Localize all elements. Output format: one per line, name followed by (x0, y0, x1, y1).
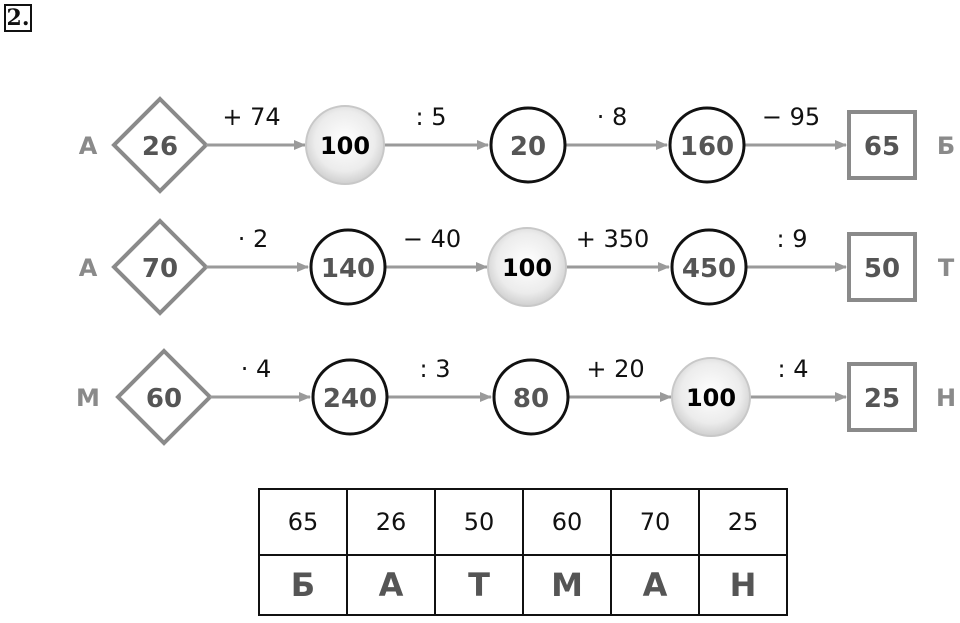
key-letter: А (346, 554, 436, 616)
highlight-circle (487, 227, 567, 307)
operation-label: : 9 (777, 225, 808, 253)
end-letter: Н (936, 384, 956, 412)
chain-diagram: А 26 + 74 : 5 · 8 − 95 100 20 160 65 Б А 70 · 2 − 40 + … (76, 96, 956, 446)
operation-label: + 350 (576, 225, 650, 253)
value-circle (311, 358, 389, 436)
operation-label: − 40 (403, 225, 461, 253)
key-letter: Т (434, 554, 524, 616)
result-box (847, 110, 917, 180)
operation-label: · 4 (241, 355, 272, 383)
node-value: 100 (686, 384, 736, 412)
node-value: 160 (680, 132, 734, 162)
operation-label: : 3 (420, 355, 451, 383)
operation-label: : 4 (778, 355, 809, 383)
task-number: 2. (4, 4, 32, 32)
operation-label: + 20 (586, 355, 644, 383)
key-numbers-row: 65 26 50 60 70 25 (258, 488, 788, 556)
key-letter: Н (698, 554, 788, 616)
key-letter: А (610, 554, 700, 616)
operation-label: : 5 (416, 103, 447, 131)
answer-key-table: 65 26 50 60 70 25 Б А Т М А Н (258, 488, 788, 616)
key-number: 26 (346, 488, 436, 556)
node-value: 240 (323, 384, 377, 414)
start-letter: А (79, 254, 98, 282)
end-letter: Т (938, 254, 955, 282)
start-value: 70 (142, 254, 178, 284)
operation-label: − 95 (762, 103, 820, 131)
result-box (847, 362, 917, 432)
value-circle (489, 106, 567, 184)
value-circle (668, 106, 746, 184)
node-value: 80 (513, 384, 549, 414)
node-value: 140 (321, 254, 375, 284)
end-letter: Б (937, 132, 955, 160)
value-circle (309, 228, 387, 306)
highlight-circle (305, 105, 385, 185)
start-letter: А (79, 132, 98, 160)
result-value: 50 (864, 254, 900, 284)
operation-label: · 2 (238, 225, 269, 253)
operation-label: · 8 (597, 103, 628, 131)
result-box (847, 232, 917, 302)
start-letter: М (76, 384, 100, 412)
node-value: 450 (682, 254, 736, 284)
start-diamond (111, 96, 209, 194)
node-value: 100 (320, 132, 370, 160)
start-diamond (111, 218, 209, 316)
key-number: 50 (434, 488, 524, 556)
key-letters-row: Б А Т М А Н (258, 554, 788, 616)
key-number: 25 (698, 488, 788, 556)
key-number: 65 (258, 488, 348, 556)
node-value: 20 (510, 132, 546, 162)
result-value: 65 (864, 132, 900, 162)
highlight-circle (671, 357, 751, 437)
key-letter: Б (258, 554, 348, 616)
value-circle (492, 358, 570, 436)
value-circle (670, 228, 748, 306)
start-diamond (115, 348, 213, 446)
result-value: 25 (864, 384, 900, 414)
start-value: 60 (146, 384, 182, 414)
key-number: 70 (610, 488, 700, 556)
operation-label: + 74 (222, 103, 280, 131)
key-letter: М (522, 554, 612, 616)
key-number: 60 (522, 488, 612, 556)
start-value: 26 (142, 132, 178, 162)
node-value: 100 (502, 254, 552, 282)
